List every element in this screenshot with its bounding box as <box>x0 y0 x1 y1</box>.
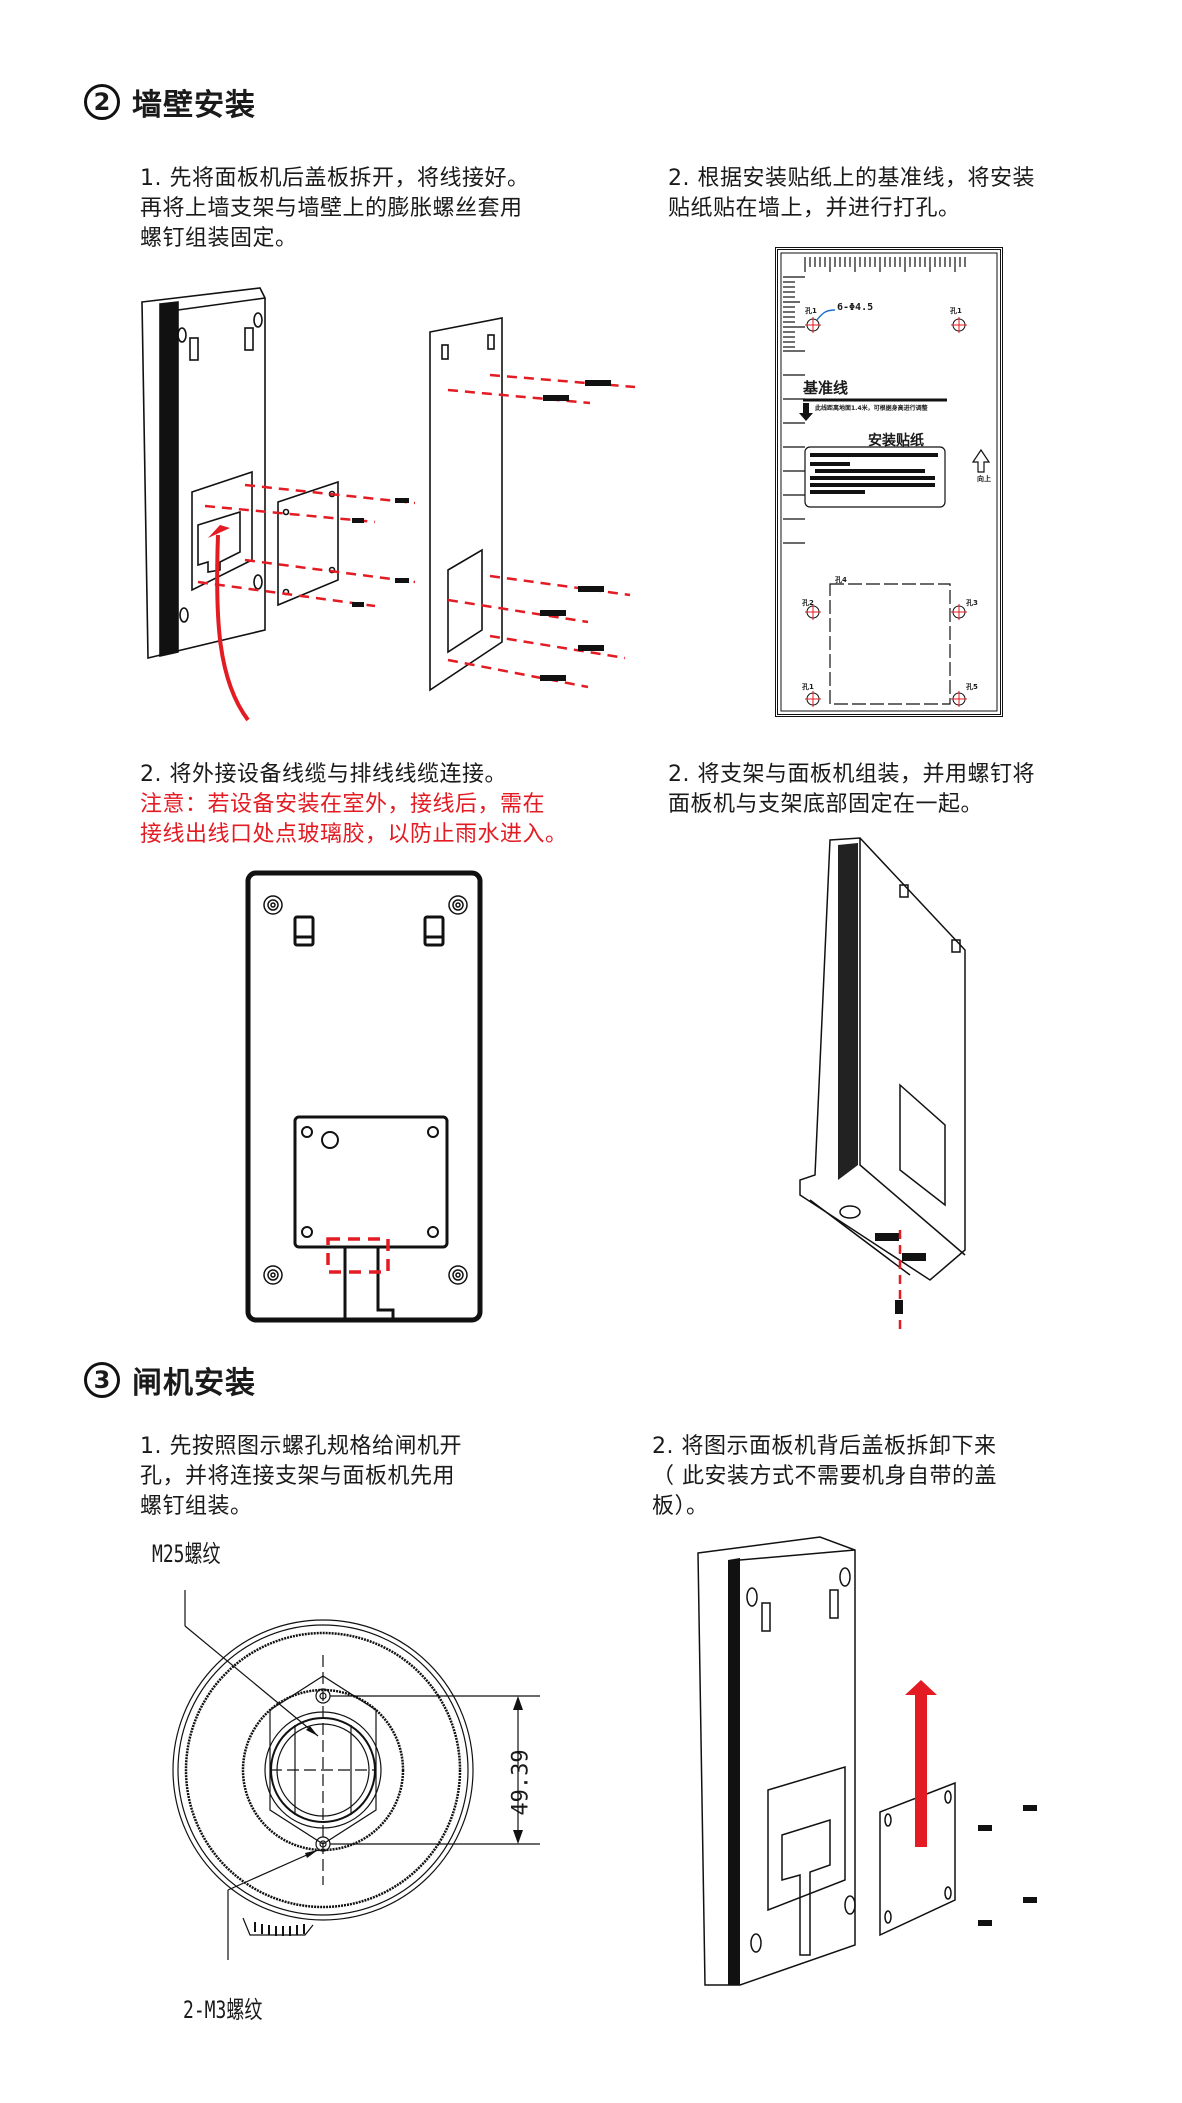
step-text-line: 面板机与支架底部固定在一起。 <box>668 792 984 817</box>
keyhole-slot <box>293 915 315 947</box>
arrow-down-icon <box>799 403 813 421</box>
bracket-plate <box>293 1115 449 1249</box>
device-back-view-diagram <box>245 870 483 1323</box>
step-gate-1: 1. 先按照图示螺孔规格给闸机开 孔，并将连接支架与面板机先用 螺钉组装。 <box>140 1432 462 1522</box>
remove-cover-diagram <box>697 1536 1037 1986</box>
warning-text: 接线出线口处点玻璃胶，以防止雨水进入。 <box>140 822 568 847</box>
screw-thread-label: 2-M3螺纹 <box>183 1996 263 2024</box>
sticker-title: 安装贴纸 <box>868 433 924 449</box>
screw <box>895 1300 903 1314</box>
thread-label: M25螺纹 <box>152 1540 221 1568</box>
arrow-up-icon <box>971 448 991 473</box>
warning-text: 注意：若设备安装在室外，接线后，需在 <box>140 792 546 817</box>
hole-marker <box>805 604 821 620</box>
step-text-line: 螺钉组装。 <box>140 1494 253 1519</box>
keyhole-slot <box>423 915 445 947</box>
installation-sticker <box>775 247 1003 717</box>
screws <box>978 1805 1037 1926</box>
hole-marker <box>951 691 967 707</box>
hole-label: 孔1 <box>802 683 814 691</box>
wall-mount-exploded-diagram <box>141 287 636 722</box>
cable-outlet-highlight <box>326 1237 390 1274</box>
keyhole-slot <box>244 327 254 351</box>
step-text-line: 再将上墙支架与墙壁上的膨胀螺丝套用 <box>140 196 523 221</box>
device-body <box>141 287 266 660</box>
section-number-badge: 3 <box>84 1362 120 1398</box>
step-text-line: 1. 先按照图示螺孔规格给闸机开 <box>140 1434 462 1459</box>
hole-label: 孔3 <box>966 599 978 607</box>
section-title: 墙壁安装 <box>132 88 256 123</box>
hole-label: 孔1 <box>805 307 817 315</box>
remove-arrow-up <box>905 1680 937 1847</box>
step-text-line: 2. 将支架与面板机组装，并用螺钉将 <box>668 762 1035 787</box>
top-ruler <box>804 257 966 272</box>
alignment-lines <box>197 373 636 689</box>
cover-plate <box>277 480 339 607</box>
hole-label: 孔2 <box>802 599 814 607</box>
keyhole-slot <box>189 337 199 361</box>
step-text-line: 孔，并将连接支架与面板机先用 <box>140 1464 456 1489</box>
section-2-heading: 2 墙壁安装 <box>84 80 256 124</box>
screws <box>352 380 611 681</box>
hole-label: 孔5 <box>966 683 978 691</box>
baseline-title: 基准线 <box>803 379 849 397</box>
installation-sticker-diagram <box>780 252 998 712</box>
hole-spec-label: 6-Φ4.5 <box>837 302 874 313</box>
step-gate-2: 2. 将图示面板机背后盖板拆卸下来 （ 此安装方式不需要机身自带的盖 板）。 <box>652 1432 997 1522</box>
device-bracket-assembly-diagram <box>799 837 966 1335</box>
step-text-line: 2. 根据安装贴纸上的基准线，将安装 <box>668 166 1035 191</box>
step-text-line: 2. 将外接设备线缆与排线线缆连接。 <box>140 762 507 787</box>
step-text-line: 贴纸贴在墙上，并进行打孔。 <box>668 196 961 221</box>
cable-arrow <box>215 534 250 722</box>
section-title: 闸机安装 <box>132 1366 256 1401</box>
gate-hole-drawing <box>172 1590 540 1960</box>
step-wall-4: 2. 将支架与面板机组装，并用螺钉将 面板机与支架底部固定在一起。 <box>668 760 1035 820</box>
leader-line <box>816 309 836 321</box>
step-text-line: 2. 将图示面板机背后盖板拆卸下来 <box>652 1434 997 1459</box>
up-label: 向上 <box>977 475 991 483</box>
step-text-line: 螺钉组装固定。 <box>140 226 298 251</box>
step-text-line: （ 此安装方式不需要机身自带的盖 <box>652 1464 997 1489</box>
step-text-line: 板）。 <box>652 1494 709 1519</box>
hole-marker <box>951 604 967 620</box>
baseline-note: 此线距离地面1.4米，可根据身高进行调整 <box>815 405 928 412</box>
step-text-line: 1. 先将面板机后盖板拆开，将线接好。 <box>140 166 530 191</box>
hole-marker <box>805 317 821 333</box>
hole-label: 孔4 <box>835 576 847 584</box>
section-number-badge: 2 <box>84 84 120 120</box>
wall-bracket <box>429 317 503 692</box>
hole-marker <box>805 691 821 707</box>
left-ruler <box>783 276 805 544</box>
hole-marker <box>951 317 967 333</box>
step-wall-1: 1. 先将面板机后盖板拆开，将线接好。 再将上墙支架与墙壁上的膨胀螺丝套用 螺钉… <box>140 164 530 254</box>
cover-plate <box>879 1781 956 1937</box>
hole-label: 孔1 <box>950 307 962 315</box>
step-wall-3: 2. 将外接设备线缆与排线线缆连接。 注意：若设备安装在室外，接线后，需在 接线… <box>140 760 568 850</box>
step-wall-2: 2. 根据安装贴纸上的基准线，将安装 贴纸贴在墙上，并进行打孔。 <box>668 164 1035 224</box>
section-3-heading: 3 闸机安装 <box>84 1358 256 1402</box>
cable-cutout-outline <box>829 583 951 705</box>
